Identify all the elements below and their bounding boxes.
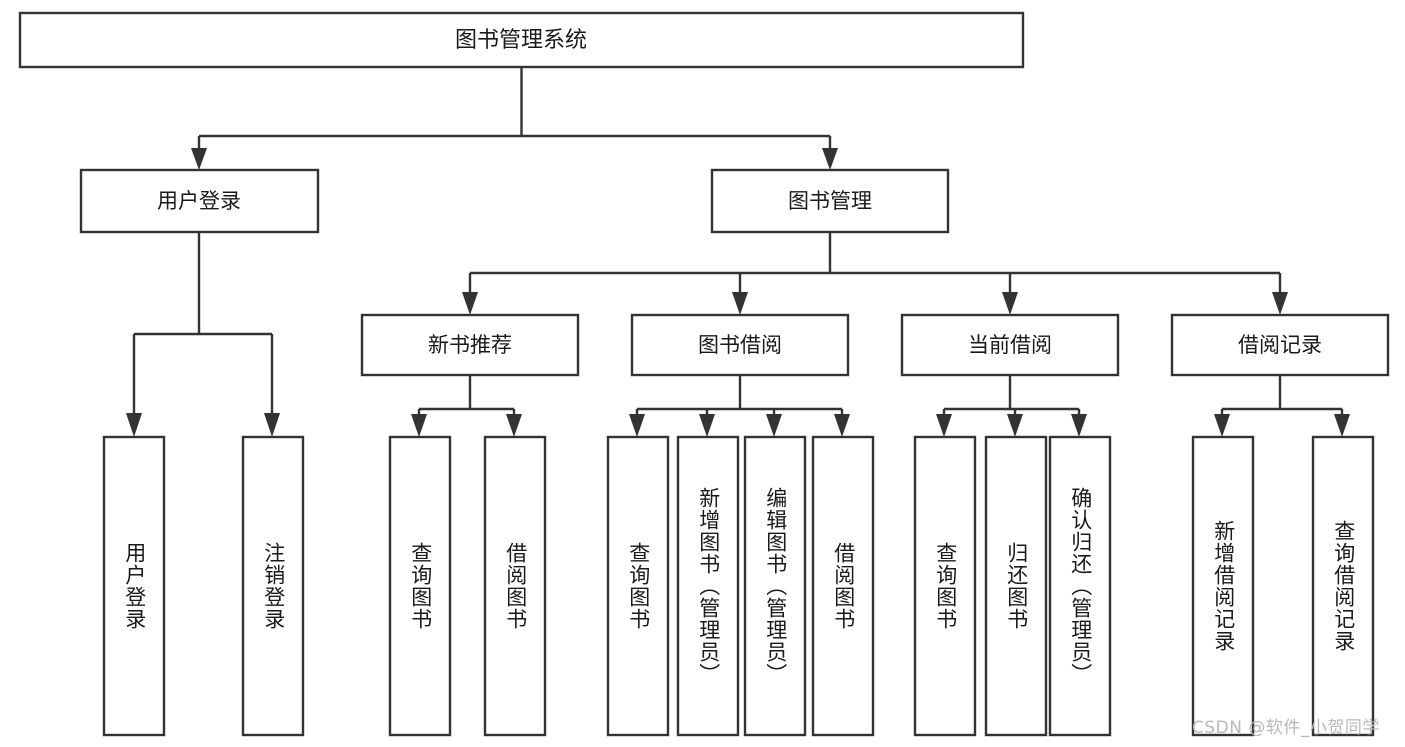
arrow-head-current <box>1002 292 1018 315</box>
node-leaf6-box[interactable] <box>676 435 740 737</box>
arrow-head-leaf11 <box>1071 414 1087 437</box>
node-leaf3-box[interactable] <box>388 435 452 737</box>
node-leaf11-box[interactable] <box>1048 435 1112 737</box>
node-current[interactable]: 当前借阅 <box>900 313 1120 377</box>
node-bookmgmt[interactable]: 图书管理 <box>710 168 950 234</box>
node-root[interactable]: 图书管理系统 <box>18 11 1025 69</box>
node-leaf8-box[interactable] <box>811 435 875 737</box>
node-current-box[interactable] <box>900 313 1120 377</box>
node-leaf9-box[interactable] <box>913 435 977 737</box>
node-login-box[interactable] <box>79 168 320 234</box>
arrow-head-leaf7 <box>766 414 782 437</box>
node-newbook-label: 新书推荐 <box>428 333 512 357</box>
node-login[interactable]: 用户登录 <box>79 168 320 234</box>
node-root-box[interactable] <box>18 11 1025 69</box>
arrow-head-leaf3 <box>411 414 427 437</box>
node-leaf13-box[interactable] <box>1311 435 1375 737</box>
arrow-head-newbook <box>462 292 478 315</box>
arrow-head-leaf12 <box>1214 414 1230 437</box>
arrow-head-leaf1 <box>126 413 142 437</box>
arrow-head-leaf5 <box>629 414 645 437</box>
node-leaf1-box[interactable] <box>102 435 166 737</box>
node-newbook[interactable]: 新书推荐 <box>360 313 580 377</box>
node-bookmgmt-label: 图书管理 <box>788 189 872 213</box>
arrow-head-borrow <box>732 292 748 315</box>
node-records-label: 借阅记录 <box>1238 333 1322 357</box>
arrow-head-leaf9 <box>936 414 952 437</box>
arrow-head-leaf13 <box>1334 414 1350 437</box>
arrow-head-leaf4 <box>506 414 522 437</box>
node-borrow[interactable]: 图书借阅 <box>630 313 850 377</box>
node-leaf2-box[interactable] <box>241 435 305 737</box>
node-leaf5-box[interactable] <box>606 435 670 737</box>
node-records[interactable]: 借阅记录 <box>1170 313 1390 377</box>
node-root-label: 图书管理系统 <box>455 28 587 53</box>
arrow-head-records <box>1272 292 1288 315</box>
node-login-label: 用户登录 <box>157 189 241 213</box>
node-borrow-label: 图书借阅 <box>698 333 782 357</box>
node-records-box[interactable] <box>1170 313 1390 377</box>
connector-layer <box>126 67 1350 437</box>
leaf-box-layer <box>102 435 1375 737</box>
node-current-label: 当前借阅 <box>968 333 1052 357</box>
node-leaf4-box[interactable] <box>483 435 547 737</box>
node-leaf12-box[interactable] <box>1191 435 1255 737</box>
arrow-head-leaf10 <box>1007 414 1023 437</box>
arrow-head-bookmgmt <box>822 148 838 170</box>
node-newbook-box[interactable] <box>360 313 580 377</box>
node-borrow-box[interactable] <box>630 313 850 377</box>
node-bookmgmt-box[interactable] <box>710 168 950 234</box>
arrow-head-leaf2 <box>264 413 280 437</box>
watermark: CSDN @软件_小贺同学 <box>1192 718 1380 738</box>
arrow-head-leaf8 <box>834 414 850 437</box>
arrow-head-login <box>191 148 207 170</box>
arrow-head-leaf6 <box>699 414 715 437</box>
node-leaf7-box[interactable] <box>743 435 807 737</box>
node-leaf10-box[interactable] <box>984 435 1048 737</box>
